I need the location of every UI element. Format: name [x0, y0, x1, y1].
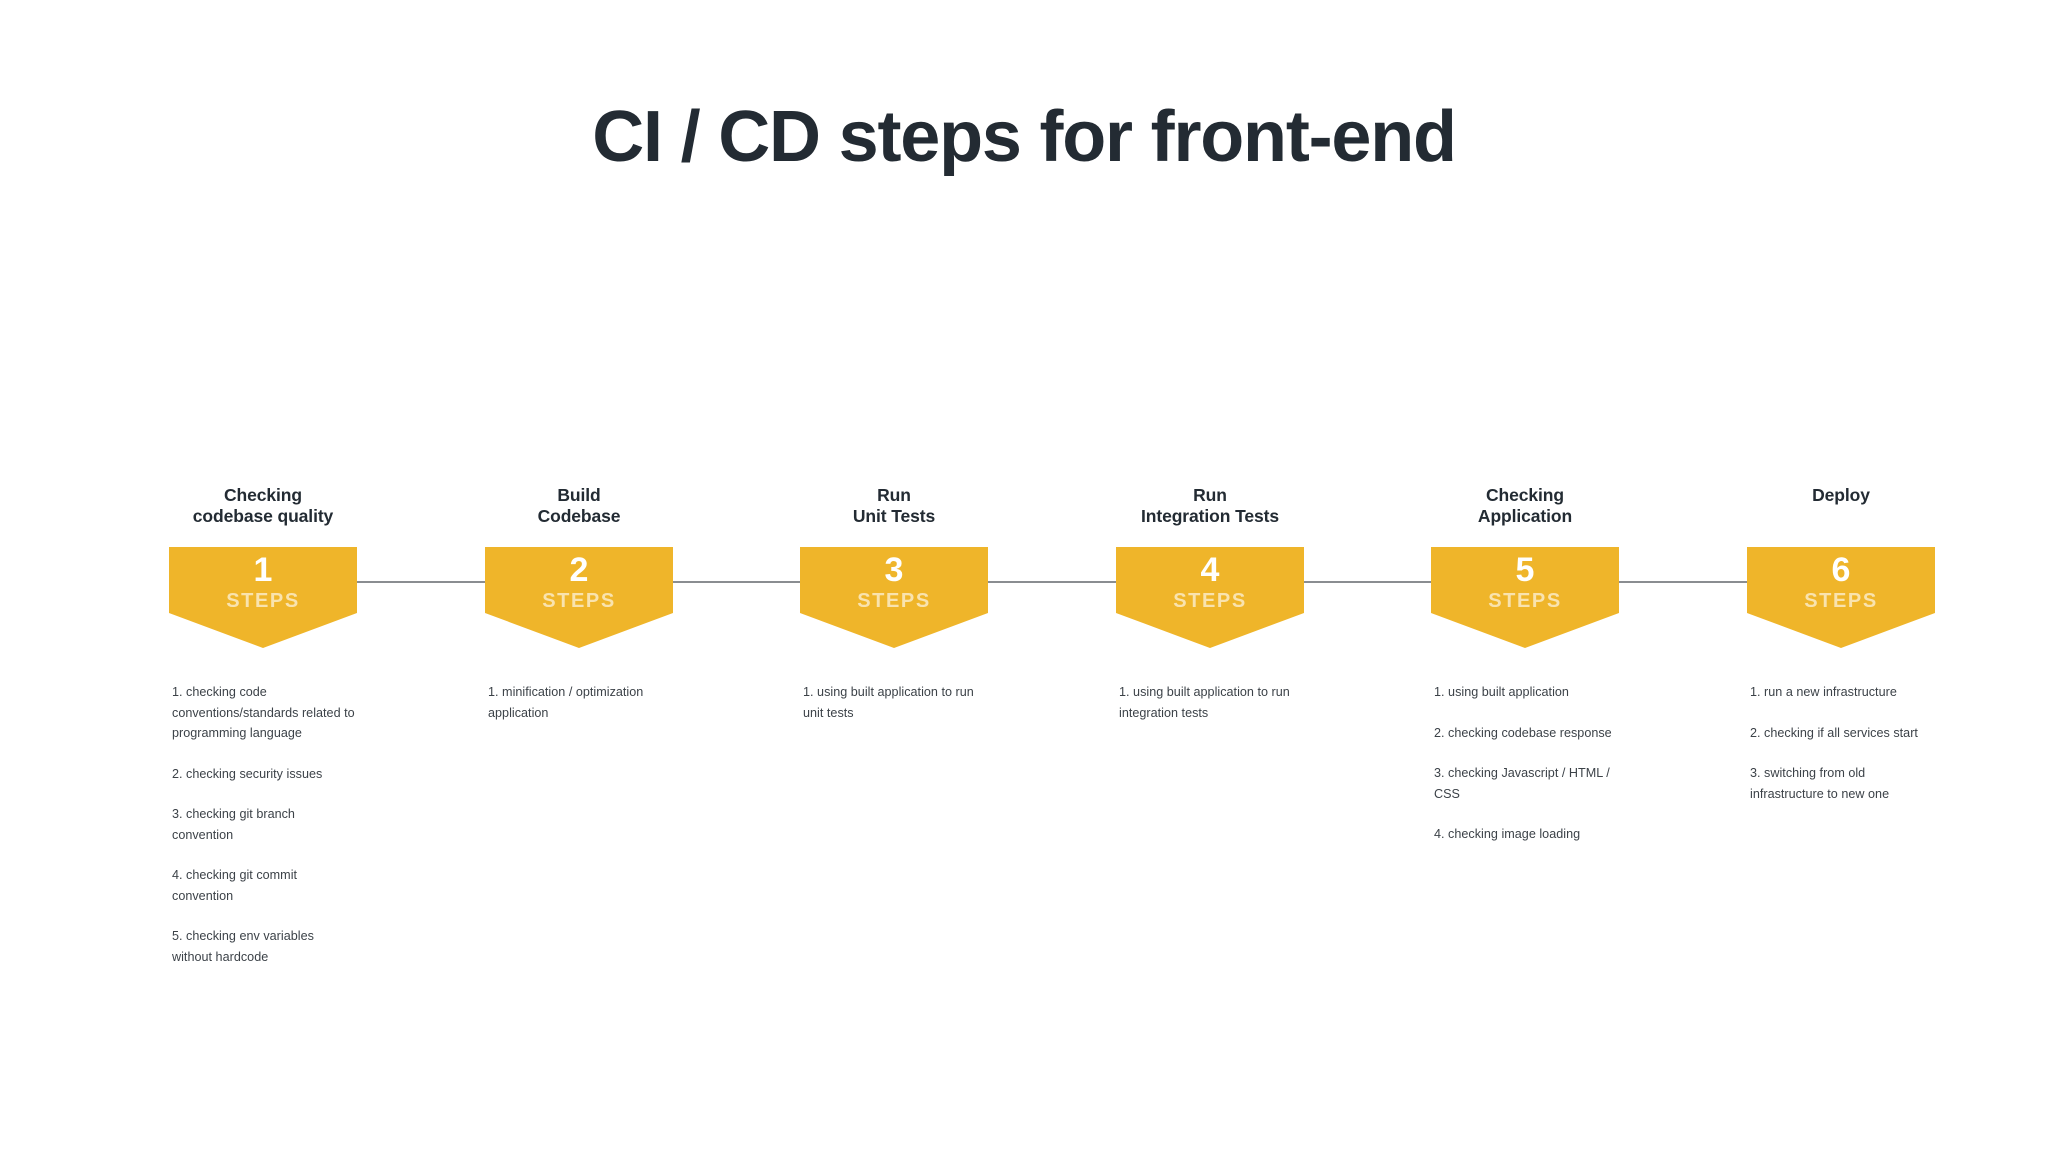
connector-line [1304, 581, 1432, 583]
badge-steps-label: STEPS [1488, 590, 1562, 612]
step-heading: Checking Application [1477, 485, 1573, 526]
list-item: 3. checking git branch convention [172, 807, 295, 842]
step-heading: Build Codebase [537, 485, 621, 526]
list-item: 4. checking image loading [1434, 827, 1581, 841]
badge-steps-label: STEPS [857, 590, 931, 612]
list-item: 3. checking Javascript / HTML / CSS [1434, 766, 1610, 801]
step-heading: Run Integration Tests [1141, 485, 1279, 526]
badge-number: 2 [569, 551, 589, 589]
list-item: 1. using built application to run integr… [1119, 685, 1290, 720]
step-item-list: 1. minification / optimization applicati… [485, 682, 673, 723]
pentagon-shape-icon [169, 547, 357, 648]
pentagon-shape-icon [800, 547, 988, 648]
list-item: 2. checking codebase response [1434, 725, 1612, 740]
badge-steps-label: STEPS [542, 590, 616, 612]
step-item-list: 1. run a new infrastructure 2. checking i… [1747, 682, 1935, 804]
badge-steps-label: STEPS [1173, 590, 1247, 612]
step-heading: Run Unit Tests [852, 485, 936, 526]
badge-steps-label: STEPS [226, 590, 300, 612]
list-item: 1. minification / optimization applicati… [488, 685, 644, 720]
step-item-list: 1. using built application to run integr… [1116, 682, 1304, 723]
badge-number: 5 [1515, 551, 1535, 589]
pentagon-shape-icon [1431, 547, 1619, 648]
list-item: 2. checking security issues [172, 766, 323, 781]
page-title: CI / CD steps for front-end [592, 97, 1457, 177]
list-item: 3. switching from old infrastructure to … [1750, 766, 1890, 801]
pentagon-shape-icon [1116, 547, 1304, 648]
step-item-list: 1. checking code conventions/standards r… [169, 682, 357, 967]
step-item-list: 1. using built application 2. checking co… [1431, 682, 1619, 845]
badge-number: 1 [253, 551, 273, 589]
connector-line-group [169, 485, 1935, 685]
pentagon-shape-icon [1747, 547, 1935, 648]
pentagon-shape-icon [485, 547, 673, 648]
connector-line [1619, 581, 1747, 583]
connector-line [357, 581, 485, 583]
list-item: 1. run a new infrastructure [1750, 685, 1897, 699]
badge-number: 6 [1831, 551, 1851, 589]
badge-steps-label: STEPS [1804, 590, 1878, 612]
list-item: 1. checking code conventions/standards r… [172, 685, 355, 740]
step-heading: Deploy [1812, 485, 1870, 505]
list-item: 5. checking env variables without hardco… [172, 929, 314, 964]
connector-line [673, 581, 801, 583]
badge-number: 4 [1200, 551, 1220, 589]
step-heading: Checking codebase quality [192, 485, 334, 526]
list-item: 2. checking if all services start [1750, 725, 1918, 740]
step-item-list: 1. using built application to run unit t… [800, 682, 988, 723]
list-item: 1. using built application [1434, 685, 1569, 699]
list-item: 1. using built application to run unit t… [803, 685, 974, 720]
badge-number: 3 [884, 551, 904, 589]
connector-line [988, 581, 1116, 583]
list-item: 4. checking git commit convention [172, 868, 298, 903]
